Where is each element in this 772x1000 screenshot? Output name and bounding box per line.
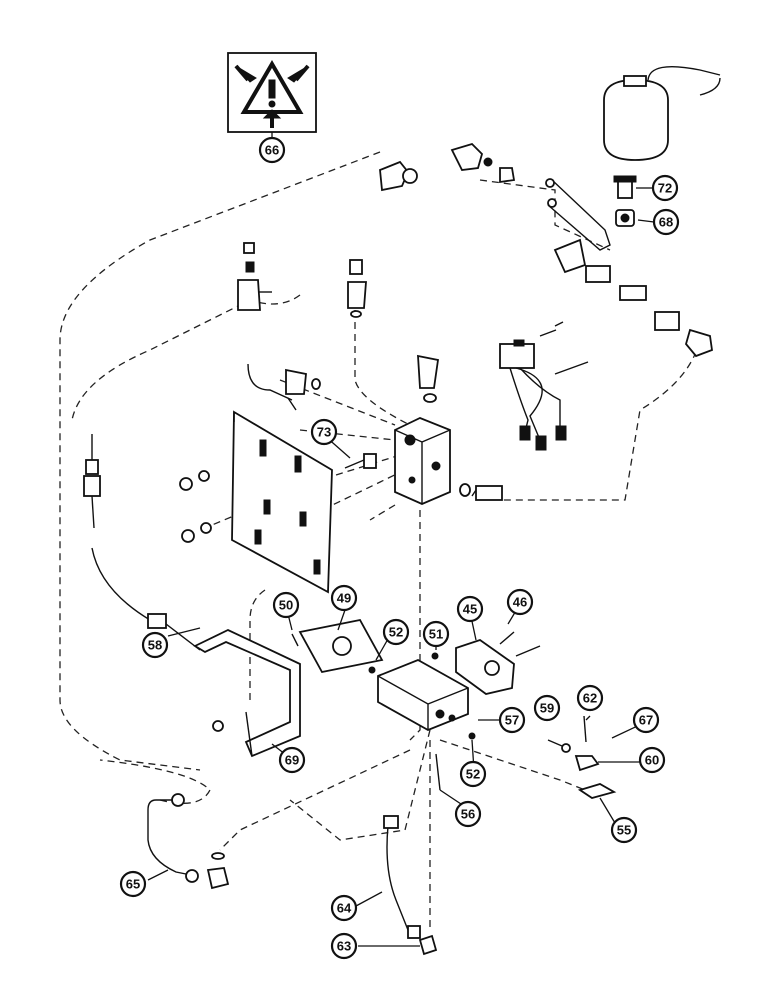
valve-45 xyxy=(455,631,541,695)
callout-51: 51 xyxy=(422,620,450,648)
svg-text:62: 62 xyxy=(583,691,597,706)
callout-46: 46 xyxy=(506,588,534,616)
fitting-65-elbow xyxy=(206,852,230,890)
svg-text:73: 73 xyxy=(317,425,331,440)
top-fittings xyxy=(379,142,611,251)
callout-72: 72 xyxy=(651,174,679,202)
callout-68: 68 xyxy=(652,208,680,236)
gasket-49 xyxy=(298,618,384,674)
callout-63: 63 xyxy=(330,932,358,960)
small-parts xyxy=(368,652,617,799)
svg-text:66: 66 xyxy=(265,143,279,158)
svg-text:68: 68 xyxy=(659,215,673,230)
svg-text:59: 59 xyxy=(540,701,554,716)
mounting-plate xyxy=(231,410,333,594)
svg-text:49: 49 xyxy=(337,591,351,606)
callout-59: 59 xyxy=(533,694,561,722)
fitting-left-upper xyxy=(237,242,272,311)
nuts-left-plate xyxy=(179,470,212,543)
solenoid-connector xyxy=(499,321,589,451)
svg-text:52: 52 xyxy=(466,767,480,782)
svg-text:52: 52 xyxy=(389,625,403,640)
callout-52b: 52 xyxy=(459,760,487,788)
callout-69: 69 xyxy=(278,746,306,774)
tube-upper-left xyxy=(247,363,321,411)
svg-text:45: 45 xyxy=(463,602,477,617)
block-57 xyxy=(377,659,469,731)
fitting-elbow-center xyxy=(347,259,367,318)
warning-decal xyxy=(227,52,317,133)
svg-text:72: 72 xyxy=(658,181,672,196)
callout-52a: 52 xyxy=(382,618,410,646)
callout-60: 60 xyxy=(638,746,666,774)
fitting-63 xyxy=(418,934,438,956)
cable-58 xyxy=(91,547,201,651)
callout-57: 57 xyxy=(498,706,526,734)
callout-49: 49 xyxy=(330,584,358,612)
svg-text:60: 60 xyxy=(645,753,659,768)
svg-text:69: 69 xyxy=(285,753,299,768)
callout-62: 62 xyxy=(576,684,604,712)
callout-56: 56 xyxy=(454,800,482,828)
svg-text:50: 50 xyxy=(279,598,293,613)
callout-73: 73 xyxy=(310,418,338,446)
bracket-69 xyxy=(193,629,301,758)
callout-58: 58 xyxy=(141,631,169,659)
svg-text:56: 56 xyxy=(461,807,475,822)
hose-64 xyxy=(383,815,421,939)
accumulator xyxy=(603,65,721,161)
svg-text:51: 51 xyxy=(429,627,443,642)
svg-text:65: 65 xyxy=(126,877,140,892)
fitting-valve-right xyxy=(459,483,503,501)
callout-45: 45 xyxy=(456,595,484,623)
bolt-73 xyxy=(344,453,377,469)
callout-65: 65 xyxy=(119,870,147,898)
sensor-rod xyxy=(83,434,101,529)
svg-text:67: 67 xyxy=(639,713,653,728)
tube-65 xyxy=(147,793,199,883)
callout-50: 50 xyxy=(272,591,300,619)
fitting-chain-right xyxy=(553,238,713,358)
warning-triangle-pinch-arrows-icon xyxy=(234,60,310,128)
callout-64: 64 xyxy=(330,894,358,922)
svg-text:57: 57 xyxy=(505,713,519,728)
callout-55: 55 xyxy=(610,816,638,844)
valve-block xyxy=(394,417,451,505)
callout-67: 67 xyxy=(632,706,660,734)
svg-text:64: 64 xyxy=(337,901,352,916)
svg-text:46: 46 xyxy=(513,595,527,610)
callout-66: 66 xyxy=(258,136,286,164)
fittings-72-68 xyxy=(613,175,637,227)
bolt-50 xyxy=(291,633,299,647)
svg-text:58: 58 xyxy=(148,638,162,653)
svg-text:63: 63 xyxy=(337,939,351,954)
svg-text:55: 55 xyxy=(617,823,631,838)
fitting-elbow-right xyxy=(417,354,440,403)
